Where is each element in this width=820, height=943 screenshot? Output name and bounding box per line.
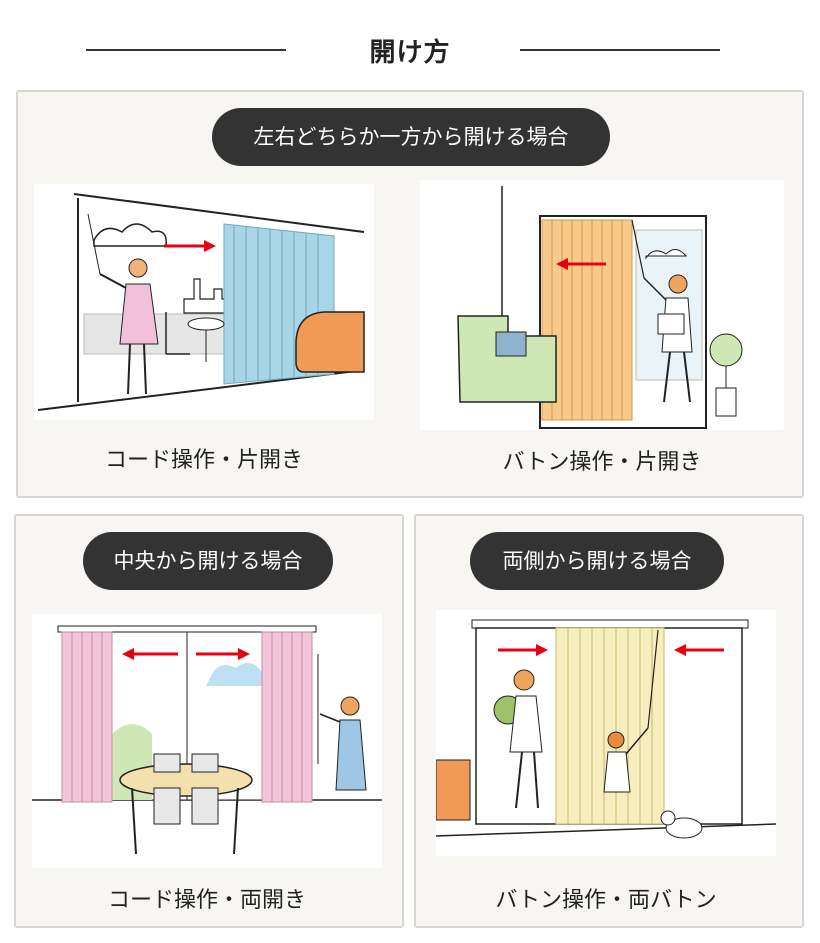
- illustration-cord-one-side: [34, 184, 374, 420]
- caption-cord-one-side: コード操作・片開き: [104, 448, 303, 473]
- caption-baton-one-side: バトン操作・片開き: [502, 450, 702, 475]
- caption-baton-both-sides: バトン操作・両バトン: [495, 888, 717, 913]
- section-one-side: 左右どちらか一方から開ける場合: [16, 90, 804, 498]
- page-title: 開け方: [369, 38, 451, 68]
- section-both-sides: 両側から開ける場合: [414, 514, 804, 928]
- caption-cord-center: コード操作・両開き: [107, 888, 306, 913]
- illustration-baton-one-side: [420, 180, 784, 430]
- section-center: 中央から開ける場合: [14, 514, 404, 928]
- page-header: 開け方: [0, 28, 820, 72]
- illustration-cord-center: [32, 614, 382, 868]
- section-center-heading: 中央から開ける場合: [83, 532, 333, 590]
- section-both-sides-heading: 両側から開ける場合: [470, 532, 724, 590]
- header-divider-right: [520, 49, 720, 51]
- section-one-side-heading: 左右どちらか一方から開ける場合: [212, 108, 610, 166]
- illustration-baton-both-sides: [436, 610, 776, 856]
- header-divider-left: [86, 49, 286, 51]
